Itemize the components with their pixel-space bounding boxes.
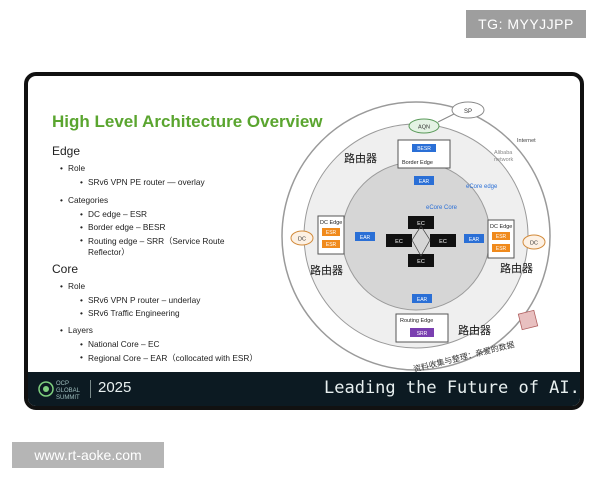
router-label-left: 路由器 [310, 263, 343, 277]
srr-label: SRR [417, 331, 428, 337]
ear-label: EAR [469, 237, 480, 243]
ear-label: EAR [360, 235, 371, 241]
dc-cloud-left [290, 230, 314, 246]
ec-label: EC [439, 239, 447, 245]
footer-tagline: Leading the Future of AI. [324, 378, 580, 398]
aqn-label: AQN [418, 125, 430, 131]
edge-heading: Edge [52, 144, 81, 158]
dc-cloud-right [522, 234, 546, 250]
ecore-edge-label: eCore edge [466, 184, 498, 190]
ec-label: EC [417, 221, 425, 227]
dc-label: DC [298, 237, 306, 243]
esr-router [492, 232, 510, 240]
footer-banner: OCP GLOBAL SUMMIT 2025 Leading the Futur… [28, 372, 580, 406]
ocp-logo-icon [38, 381, 54, 397]
architecture-diagram: SP AQN Internet Alibaba network BESR Bor… [281, 101, 551, 372]
ocp-logo-text: OCP GLOBAL SUMMIT [56, 381, 80, 401]
ec-router-bottom [408, 254, 434, 267]
internet-label: Internet [517, 138, 536, 144]
router-label-right: 路由器 [500, 261, 533, 275]
dc-edge-left-label: DC Edge [320, 220, 342, 226]
ec-router-right [430, 234, 456, 247]
router-label-top: 路由器 [344, 151, 377, 165]
category-item: DC edge – ESR [80, 209, 147, 219]
watermark-bottom: www.rt-aoke.com [12, 442, 164, 468]
category-item-continued: Reflector） [88, 247, 130, 257]
esr-router [322, 240, 340, 248]
edge-role-label: Role [60, 163, 85, 173]
watermark-top: TG: MYYJJPP [466, 10, 586, 38]
alibaba-network-label-2: network [494, 157, 514, 163]
esr-label: ESR [326, 230, 337, 236]
core-role-item: SRv6 VPN P router – underlay [80, 295, 200, 305]
footer-divider [90, 380, 91, 398]
dc-label: DC [530, 241, 538, 247]
ecore-core-label: eCore Core [426, 205, 458, 211]
ear-router-left [355, 232, 375, 241]
routing-edge-label: Routing Edge [400, 318, 433, 324]
srr-router [410, 328, 434, 337]
sp-link [437, 113, 455, 123]
router-label-bottom: 路由器 [458, 323, 491, 337]
sp-label: SP [464, 109, 472, 115]
edge-role-item: SRv6 VPN PE router — overlay [80, 177, 205, 187]
besr-router [412, 144, 436, 152]
core-role-item: SRv6 Traffic Engineering [80, 308, 180, 318]
esr-label: ESR [496, 234, 507, 240]
ear-label: EAR [419, 179, 430, 185]
ec-label: EC [395, 239, 403, 245]
layer-item: National Core – EC [80, 339, 160, 349]
esr-router [322, 228, 340, 236]
sp-cloud [451, 101, 485, 119]
border-edge-label: Border Edge [402, 160, 433, 166]
core-role-label: Role [60, 281, 85, 291]
esr-router [492, 244, 510, 252]
besr-label: BESR [417, 146, 431, 152]
edge-categories-label: Categories [60, 195, 108, 205]
ec-router-left [386, 234, 412, 247]
stamp-icon [517, 309, 539, 331]
dc-edge-right-label: DC Edge [490, 224, 512, 230]
ear-router-bottom [412, 294, 432, 303]
slide: High Level Architecture Overview Edge Ro… [24, 72, 584, 410]
aqn-cloud [408, 118, 440, 134]
esr-label: ESR [326, 242, 337, 248]
layer-item: Regional Core – EAR（collocated with ESR） [80, 352, 258, 364]
ec-router-top [408, 216, 434, 229]
category-item: Routing edge – SRR（Service Route [80, 235, 224, 247]
alibaba-network-label-1: Alibaba [494, 150, 513, 156]
ec-label: EC [417, 259, 425, 265]
ec-mesh [411, 225, 431, 257]
slide-title: High Level Architecture Overview [52, 112, 323, 131]
ear-router-top [414, 176, 434, 185]
footer-year: 2025 [98, 379, 132, 396]
category-item: Border edge – BESR [80, 222, 166, 232]
esr-label: ESR [496, 246, 507, 252]
core-layers-label: Layers [60, 325, 93, 335]
ear-router-right [464, 234, 484, 243]
core-heading: Core [52, 262, 79, 276]
ear-label: EAR [417, 297, 428, 303]
